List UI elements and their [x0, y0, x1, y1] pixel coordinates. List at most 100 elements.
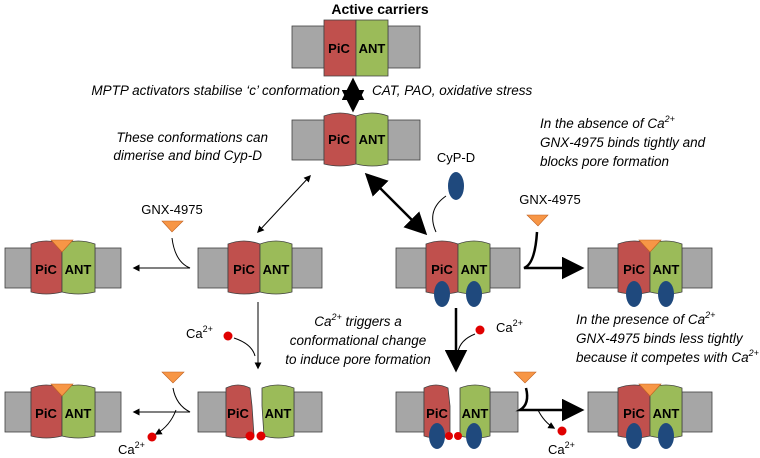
membrane-left — [197, 247, 229, 289]
pic-label: PiC — [431, 262, 453, 277]
ant-label: ANT — [653, 262, 680, 277]
inhibitor-arrow-bottom-right — [515, 387, 585, 422]
calcium-label-bottom-left: Ca2+ — [118, 440, 145, 457]
membrane-left — [395, 247, 427, 289]
pic-label: PiC — [35, 262, 57, 277]
membrane-right — [489, 391, 519, 433]
gnx-molecule-bottom-left — [161, 371, 185, 384]
calcium-superscript: 2+ — [748, 348, 759, 358]
calcium-superscript: 2+ — [664, 114, 675, 124]
arrow-to-right-dimer — [364, 172, 428, 236]
calcium-base: Ca — [118, 442, 135, 457]
pic-carrier — [225, 384, 255, 439]
membrane-left — [4, 391, 32, 433]
gnx-molecule-left — [161, 220, 184, 233]
gnx-molecule-right — [526, 214, 549, 227]
diagram-title: Active carriers — [331, 1, 429, 17]
cypd-bound-pic — [429, 423, 445, 449]
dimer-with-cypd: PiC ANT — [395, 240, 521, 307]
gnx-bound — [638, 239, 662, 253]
calcium-release-arrow-right — [537, 409, 556, 429]
cypd-binding-arrow — [432, 195, 447, 233]
arrow-to-left-dimer — [257, 174, 311, 234]
cypd-bound-pic — [626, 281, 642, 307]
pic-label: PiC — [623, 262, 645, 277]
gnx-bound — [50, 383, 74, 397]
pic-label: PiC — [426, 406, 448, 421]
caption-trigger-line3: to induce pore formation — [285, 352, 431, 367]
calcium-base: Ca — [186, 326, 203, 341]
inhibited-dimer-left: PiC ANT — [4, 239, 122, 295]
membrane-right — [681, 247, 713, 289]
calcium-base: Ca — [314, 314, 332, 329]
caption-presence-line3: because it competes with Ca2+ — [576, 348, 759, 365]
cypd-bound-ant — [658, 281, 674, 307]
ant-carrier — [355, 112, 389, 167]
bound-calcium — [454, 432, 462, 440]
membrane-left — [395, 391, 425, 433]
cypd-molecule — [448, 172, 464, 200]
released-calcium-right — [557, 426, 567, 436]
pic-label: PiC — [35, 406, 57, 421]
bound-calcium — [256, 431, 266, 441]
calcium-arrow-left — [233, 337, 256, 357]
caption-trigger-line1: Ca2+ triggers a — [314, 312, 402, 329]
membrane-left — [197, 391, 227, 433]
open-pore-right: PiC ANT — [395, 384, 519, 449]
ant-label: ANT — [65, 406, 92, 421]
caption-presence-text: because it competes with Ca — [576, 350, 749, 365]
pic-label: PiC — [233, 262, 255, 277]
gnx-bound — [638, 383, 662, 397]
inhibited-dimer-right-bottom: PiC ANT — [587, 383, 713, 449]
caption-trigger-line2: conformational change — [290, 333, 427, 348]
c-conformation-unit: PiC ANT — [291, 112, 421, 167]
open-pore-left: PiC ANT — [197, 384, 323, 441]
membrane-left — [291, 25, 325, 69]
membrane-left — [587, 391, 619, 433]
calcium-release-arrow-left — [154, 409, 177, 435]
ant-carrier — [649, 384, 683, 439]
caption-cat-pao: CAT, PAO, oxidative stress — [372, 83, 533, 98]
ant-carrier — [355, 19, 389, 77]
caption-absence-line1: In the absence of Ca2+ — [540, 114, 675, 131]
ant-label: ANT — [359, 41, 386, 56]
calcium-superscript: 2+ — [513, 318, 523, 328]
pic-label: PiC — [623, 406, 645, 421]
membrane-right — [293, 391, 323, 433]
ant-label: ANT — [653, 406, 680, 421]
caption-presence-text: In the presence of Ca — [576, 312, 706, 327]
calcium-superscript: 2+ — [330, 312, 341, 322]
inhibited-dimer-left-bottom: PiC ANT — [4, 383, 122, 439]
membrane-right — [489, 247, 521, 289]
calcium-label-left: Ca2+ — [186, 324, 213, 341]
cypd-bound-pic — [626, 423, 642, 449]
inhibitor-arrow-left — [132, 237, 191, 272]
ant-carrier — [457, 240, 491, 295]
gnx-bound — [50, 239, 74, 253]
cypd-bound-pic — [434, 281, 450, 307]
ant-carrier — [259, 240, 293, 295]
calcium-label-bottom-right: Ca2+ — [548, 440, 575, 457]
calcium-superscript: 2+ — [203, 324, 213, 334]
calcium-ion-right — [475, 325, 485, 335]
caption-absence-line3: blocks pore formation — [540, 154, 669, 169]
dimer-without-cypd: PiC ANT — [197, 240, 323, 295]
membrane-right — [387, 25, 421, 69]
ant-carrier — [459, 384, 491, 439]
membrane-right — [681, 391, 713, 433]
calcium-base: Ca — [548, 442, 565, 457]
ant-label: ANT — [462, 406, 489, 421]
ant-label: ANT — [65, 262, 92, 277]
inhibitor-label-right: GNX-4975 — [519, 192, 580, 207]
caption-dimerise-line2: dimerise and bind Cyp-D — [113, 148, 262, 163]
caption-presence-line1: In the presence of Ca2+ — [576, 310, 715, 327]
bound-calcium — [445, 432, 453, 440]
ant-label: ANT — [359, 132, 386, 147]
pic-label: PiC — [328, 41, 350, 56]
ant-label: ANT — [265, 406, 292, 421]
calcium-base: Ca — [496, 320, 513, 335]
caption-dimerise-line1: These conformations can — [116, 130, 268, 145]
ant-label: ANT — [263, 262, 290, 277]
inhibitor-label-left: GNX-4975 — [141, 202, 202, 217]
